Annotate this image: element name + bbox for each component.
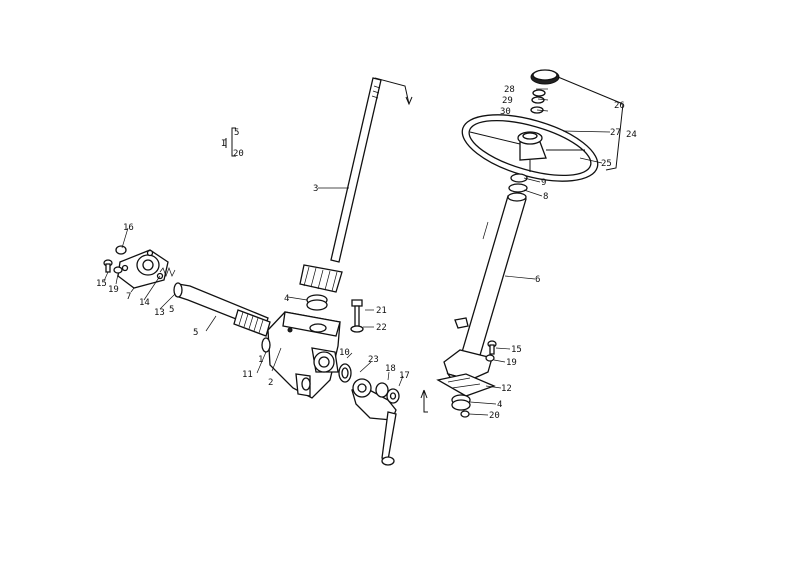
bearing-upper — [306, 294, 328, 311]
label-19-right: 19 — [506, 358, 517, 368]
label-18: 18 — [385, 364, 396, 374]
washer-18 — [375, 382, 389, 398]
drop-arm — [351, 378, 397, 466]
legend-i: I — [221, 139, 226, 149]
steering-column — [436, 192, 527, 397]
label-23: 23 — [368, 355, 379, 365]
legend-bracket — [231, 127, 236, 157]
label-12: 12 — [501, 384, 512, 394]
label-17: 17 — [399, 371, 410, 381]
label-10: 10 — [339, 348, 350, 358]
label-7: 7 — [126, 292, 131, 302]
label-19-left: 19 — [108, 285, 119, 295]
label-3: 3 — [313, 184, 318, 194]
label-4-left: 4 — [284, 294, 289, 304]
bearing-lower — [451, 394, 471, 411]
label-15-left: 15 — [96, 279, 107, 289]
spring-14 — [159, 267, 176, 277]
sector-shaft — [173, 282, 271, 337]
nut-28 — [532, 89, 546, 97]
label-13: 13 — [154, 308, 165, 318]
wheel-cap — [530, 69, 560, 85]
label-4-right: 4 — [497, 400, 502, 410]
label-9: 9 — [541, 178, 546, 188]
lock-washer — [261, 337, 271, 353]
label-24: 24 — [626, 130, 637, 140]
steering-wheel — [461, 114, 599, 182]
legend-5: 5 — [234, 128, 239, 138]
label-8: 8 — [543, 192, 548, 202]
label-11: 11 — [242, 370, 253, 380]
bolt-21 — [350, 299, 364, 333]
bolt-15-right — [487, 340, 497, 355]
leader-lines — [103, 88, 611, 416]
screw-20-right — [460, 410, 470, 418]
seal-ring — [338, 363, 352, 383]
label-2: 2 — [268, 378, 273, 388]
wheel-bracket — [557, 76, 624, 171]
lower-bracket — [423, 390, 428, 413]
label-28: 28 — [504, 85, 515, 95]
ring-8 — [508, 183, 528, 193]
label-16: 16 — [123, 223, 134, 233]
label-20-legend: 20 — [233, 149, 244, 159]
label-6: 6 — [535, 275, 540, 285]
label-27: 27 — [610, 128, 621, 138]
bolt-15-left — [103, 259, 113, 273]
label-21: 21 — [376, 306, 387, 316]
washer-19-left — [113, 266, 123, 274]
nut-16 — [115, 245, 127, 255]
label-29: 29 — [502, 96, 513, 106]
label-25: 25 — [601, 159, 612, 169]
label-14: 14 — [139, 298, 150, 308]
end-cover — [117, 249, 169, 289]
top-bracket — [374, 77, 410, 105]
ring-9 — [510, 173, 528, 183]
label-26: 26 — [614, 101, 625, 111]
label-22: 22 — [376, 323, 387, 333]
washer-29 — [531, 96, 545, 104]
label-20-right: 20 — [489, 411, 500, 421]
label-5-left: 5 — [193, 328, 198, 338]
washer-19-right — [485, 354, 495, 362]
label-1: 1 — [258, 355, 263, 365]
label-30: 30 — [500, 107, 511, 117]
callout-labels: 3 4 5 2 11 16 15 19 7 14 13 21 22 10 23 … — [96, 85, 637, 421]
label-5-mid: 5 — [169, 305, 174, 315]
nut-17 — [386, 388, 400, 404]
label-15-right: 15 — [511, 345, 522, 355]
steering-box-housing — [267, 311, 341, 399]
